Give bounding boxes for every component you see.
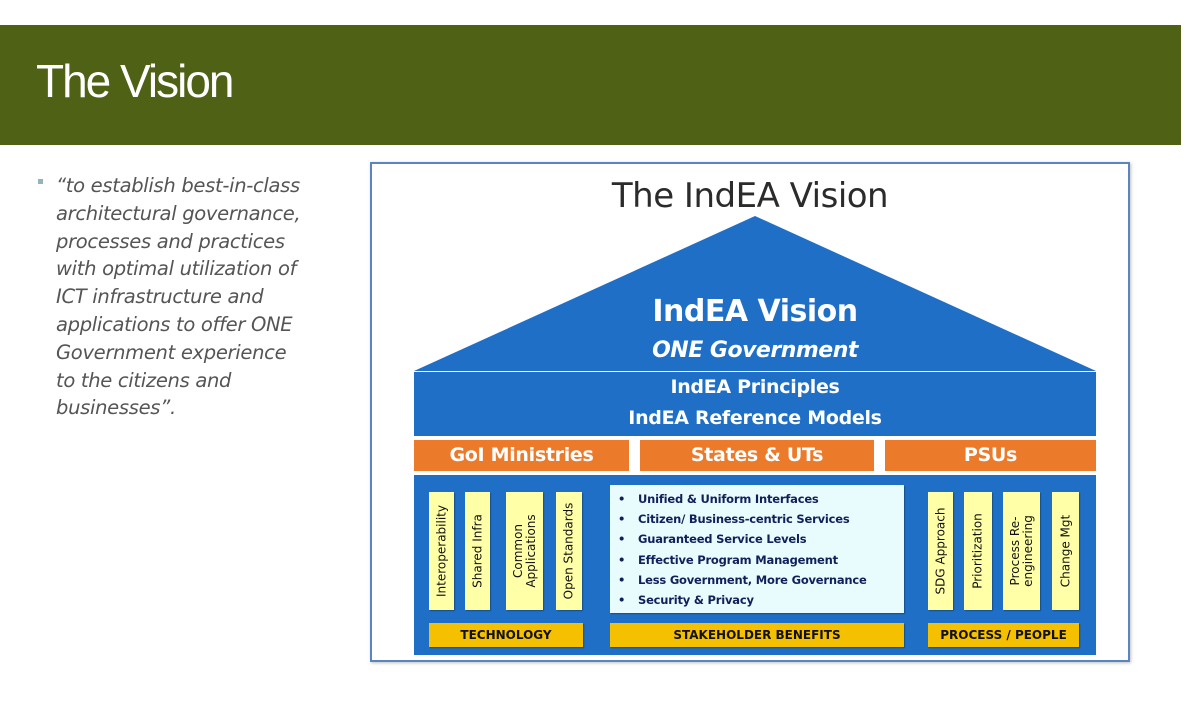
process-item-label: Process Re-engineering: [1007, 515, 1035, 587]
pillars-row: GoI Ministries States & UTs PSUs: [414, 440, 1096, 472]
technology-item: Open Standards: [556, 492, 582, 610]
foundation-block: Interoperability Shared Infra Common App…: [414, 475, 1096, 655]
process-item: Change Mgt: [1052, 492, 1079, 610]
technology-item-label: Common Applications: [510, 514, 538, 588]
process-people-label: PROCESS / PEOPLE: [928, 623, 1079, 647]
stakeholder-benefits-box: Unified & Uniform Interfaces Citizen/ Bu…: [610, 485, 904, 613]
roof-title: IndEA Vision: [652, 294, 858, 329]
pillar-psus: PSUs: [885, 440, 1096, 471]
technology-item: Shared Infra: [465, 492, 490, 610]
roof-shape: [414, 216, 1096, 371]
process-item: SDG Approach: [928, 492, 953, 610]
benefit-item: Citizen/ Business-centric Services: [618, 509, 904, 529]
technology-item: Common Applications: [506, 492, 543, 610]
principles-line-1: IndEA Principles: [670, 376, 840, 398]
process-item-label: Change Mgt: [1058, 514, 1072, 588]
benefit-item: Effective Program Management: [618, 550, 904, 570]
benefit-item: Less Government, More Governance: [618, 570, 904, 590]
technology-item-label: Interoperability: [434, 505, 448, 597]
benefit-item: Guaranteed Service Levels: [618, 529, 904, 549]
technology-item-label: Shared Infra: [470, 514, 484, 588]
principles-band: IndEA Principles IndEA Reference Models: [414, 372, 1096, 436]
principles-line-2: IndEA Reference Models: [628, 407, 882, 429]
technology-item-label: Open Standards: [561, 502, 576, 600]
process-item-label: SDG Approach: [933, 507, 947, 595]
pillar-goi-ministries: GoI Ministries: [414, 440, 629, 471]
indea-vision-diagram: The IndEA Vision IndEA Vision ONE Govern…: [370, 162, 1130, 662]
bullet-icon: [38, 179, 43, 184]
technology-label: TECHNOLOGY: [429, 623, 583, 647]
title-banner: [0, 25, 1181, 145]
vision-quote: “to establish best-in-class architectura…: [56, 174, 301, 420]
process-item: Prioritization: [964, 492, 992, 610]
technology-item: Interoperability: [429, 492, 454, 610]
process-item-label: Prioritization: [970, 513, 985, 589]
stakeholder-benefits-label: STAKEHOLDER BENEFITS: [610, 623, 904, 647]
slide-title: The Vision: [36, 55, 235, 107]
process-item: Process Re-engineering: [1003, 492, 1040, 610]
benefit-item: Unified & Uniform Interfaces: [618, 489, 904, 509]
diagram-title: The IndEA Vision: [611, 176, 889, 216]
roof-subtitle: ONE Government: [652, 338, 858, 363]
pillar-states-uts: States & UTs: [640, 440, 874, 471]
benefit-item: Security & Privacy: [618, 590, 904, 610]
